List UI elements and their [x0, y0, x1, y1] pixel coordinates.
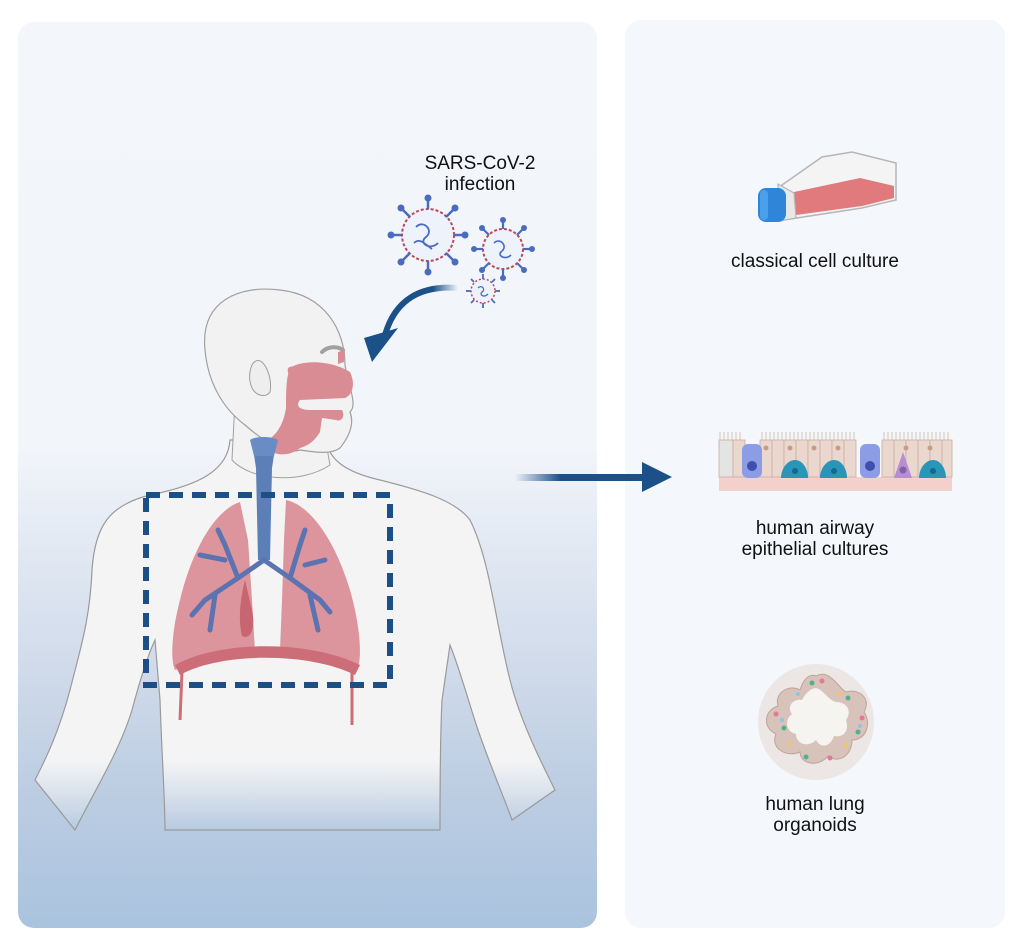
airway-label-line1: human airway — [755, 518, 875, 539]
infection-label: SARS-CoV-2 infection — [405, 153, 555, 195]
virus-icon — [387, 194, 469, 276]
organoid-label-line1: human lung — [765, 794, 865, 815]
model-label-airway: human airway epithelial cultures — [640, 518, 990, 560]
trachea — [250, 437, 278, 560]
bronchi — [189, 527, 333, 633]
airway-label-line2: epithelial cultures — [741, 539, 889, 560]
nose-tip — [338, 350, 345, 364]
lung-region-dashed-box — [143, 492, 393, 688]
sinus — [287, 366, 299, 376]
ear — [249, 360, 271, 396]
model-label-organoids: human lung organoids — [640, 794, 990, 836]
to-models-arrow — [515, 462, 672, 492]
virus-icon — [471, 217, 535, 281]
cell-culture-label: classical cell culture — [731, 251, 899, 272]
virus-icon — [466, 274, 500, 308]
organoid-label-line2: organoids — [773, 815, 857, 836]
infection-label-line1: SARS-CoV-2 — [424, 153, 536, 174]
infection-arrow — [364, 284, 459, 362]
eyebrow — [320, 345, 345, 354]
infection-label-line2: infection — [444, 174, 516, 195]
model-label-cell-culture: classical cell culture — [640, 251, 990, 272]
virus-particles — [387, 194, 535, 308]
nasal-oral-cavity — [268, 362, 353, 455]
